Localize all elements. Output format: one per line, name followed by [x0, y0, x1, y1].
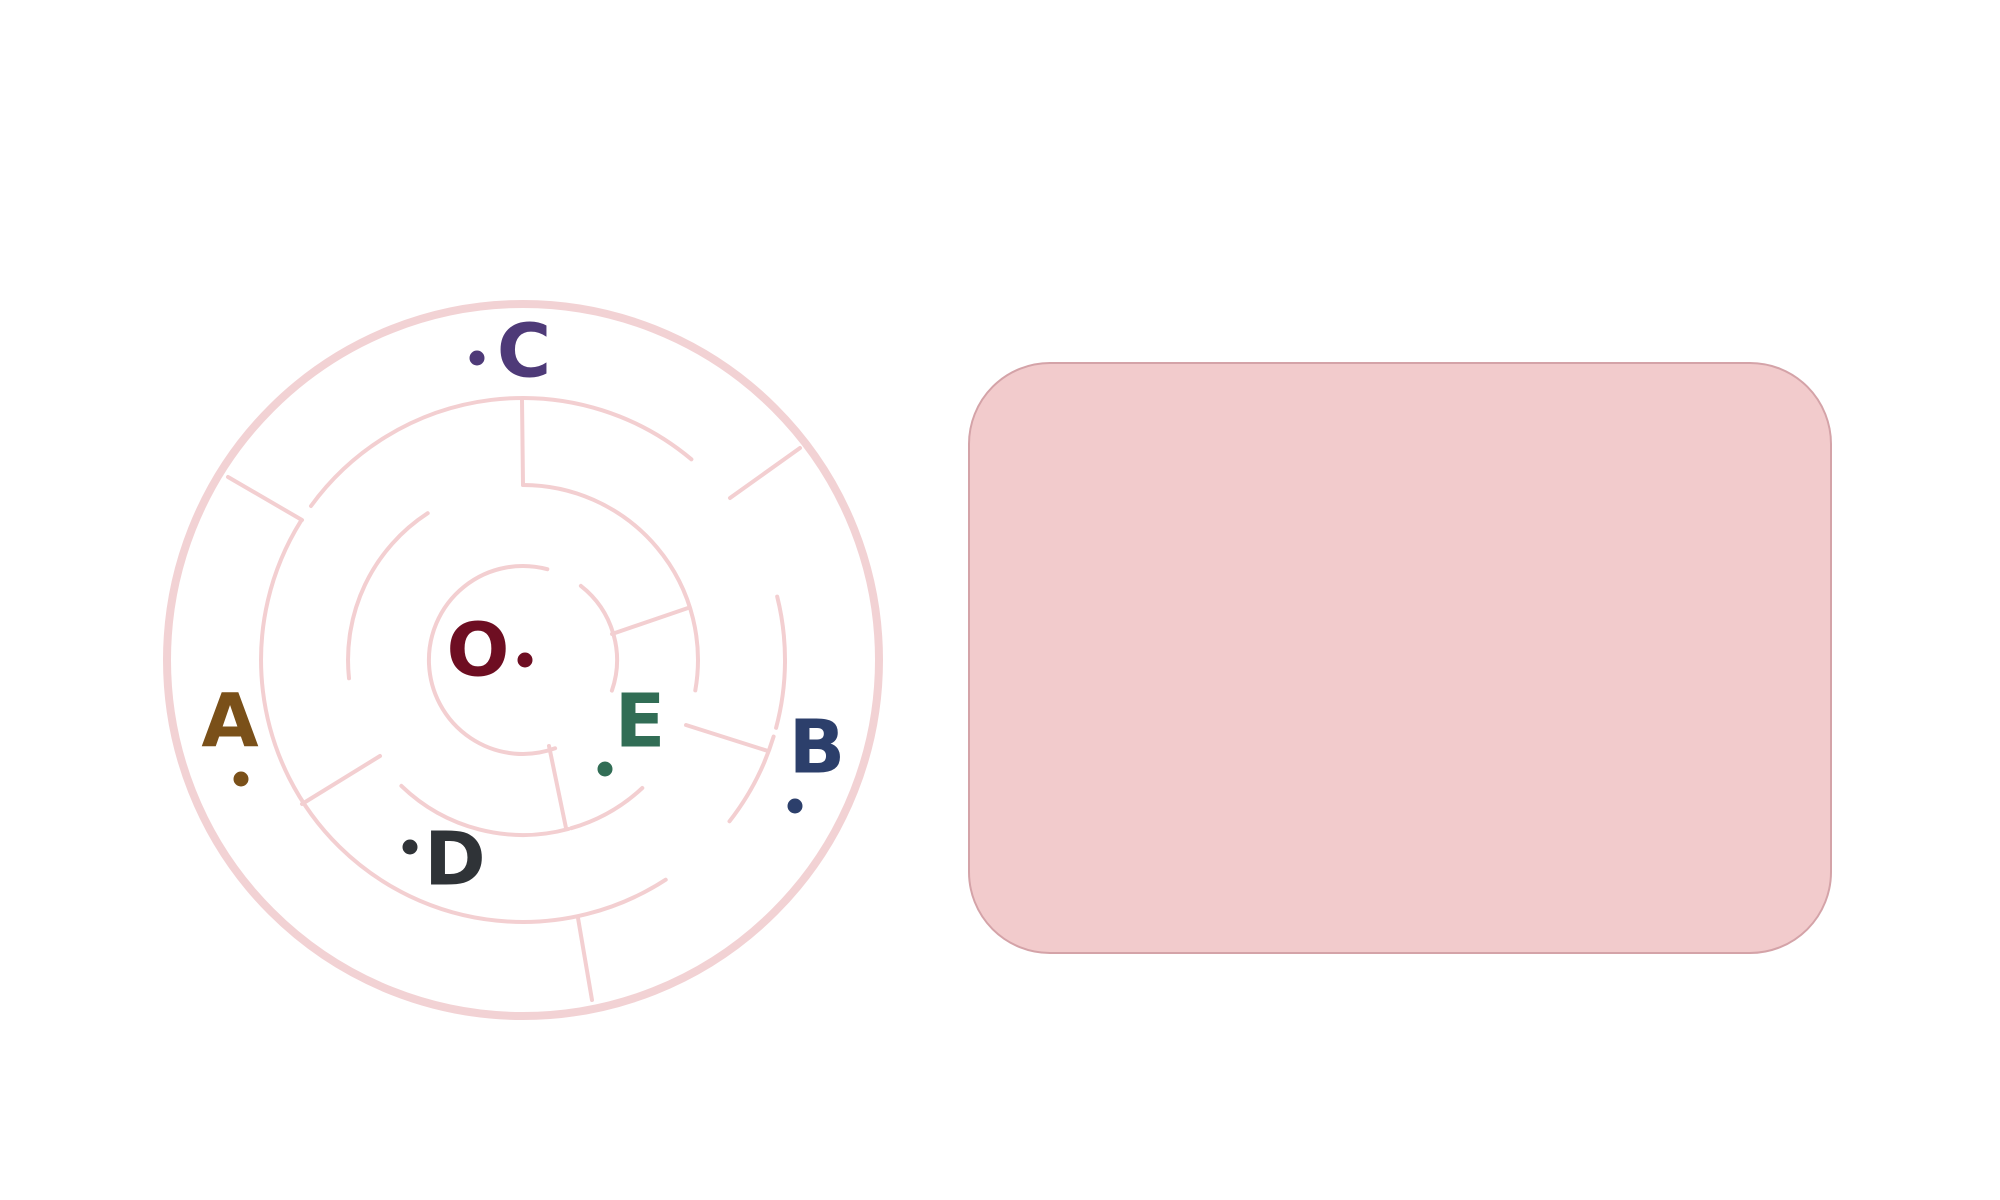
maze-outer-wall: [163, 300, 883, 1020]
marker-o: O: [444, 605, 538, 697]
marker-d-label: D: [424, 817, 485, 903]
marker-a: A: [198, 676, 262, 792]
maze-radial-right-lower: [684, 723, 770, 753]
marker-e-label: E: [615, 679, 666, 765]
maze-radial-bottom-outer: [576, 916, 594, 1002]
maze-radial-upper-right: [728, 446, 802, 500]
marker-b-label: B: [789, 705, 845, 791]
marker-d: D: [397, 814, 489, 906]
maze-radial-left-lower: [300, 754, 382, 806]
maze-ring-2-arc-bottom: [399, 783, 571, 837]
maze-ring-2-arc-left: [346, 511, 430, 681]
marker-o-dot: [512, 647, 538, 673]
maze-ring-2-arc-lower-right: [569, 786, 645, 831]
maze-radial-right-mid: [610, 606, 690, 636]
maze-ring-3-arc-top: [309, 396, 694, 508]
maze-walls: [163, 300, 883, 1020]
maze-radial-bottom-inner: [547, 744, 568, 830]
answer-panel: [968, 362, 1832, 954]
maze-ring-2-arc-upper-right: [521, 483, 700, 693]
maze-ring-1-arc-right: [578, 583, 620, 693]
maze-ring-1-arc-left: [426, 563, 558, 756]
marker-e-dot: [592, 756, 618, 782]
maze-radial-top: [520, 398, 525, 487]
marker-c-dot: [464, 345, 490, 371]
maze-radial-left-upper: [226, 475, 304, 522]
marker-b-dot: [782, 793, 808, 819]
marker-a-dot: [228, 766, 254, 792]
maze-ring-3-arc-right-lower: [727, 734, 776, 824]
maze-ring-3-arc-left: [259, 519, 668, 924]
marker-d-dot: [397, 834, 423, 860]
maze-ring-3-arc-right: [774, 594, 787, 730]
marker-e: E: [592, 676, 668, 782]
marker-c: C: [464, 306, 554, 398]
marker-o-label: O: [447, 608, 510, 694]
marker-a-label: A: [201, 679, 258, 765]
maze-markers: O C A B D E: [198, 306, 848, 906]
marker-b: B: [782, 702, 848, 819]
marker-c-label: C: [497, 309, 551, 395]
